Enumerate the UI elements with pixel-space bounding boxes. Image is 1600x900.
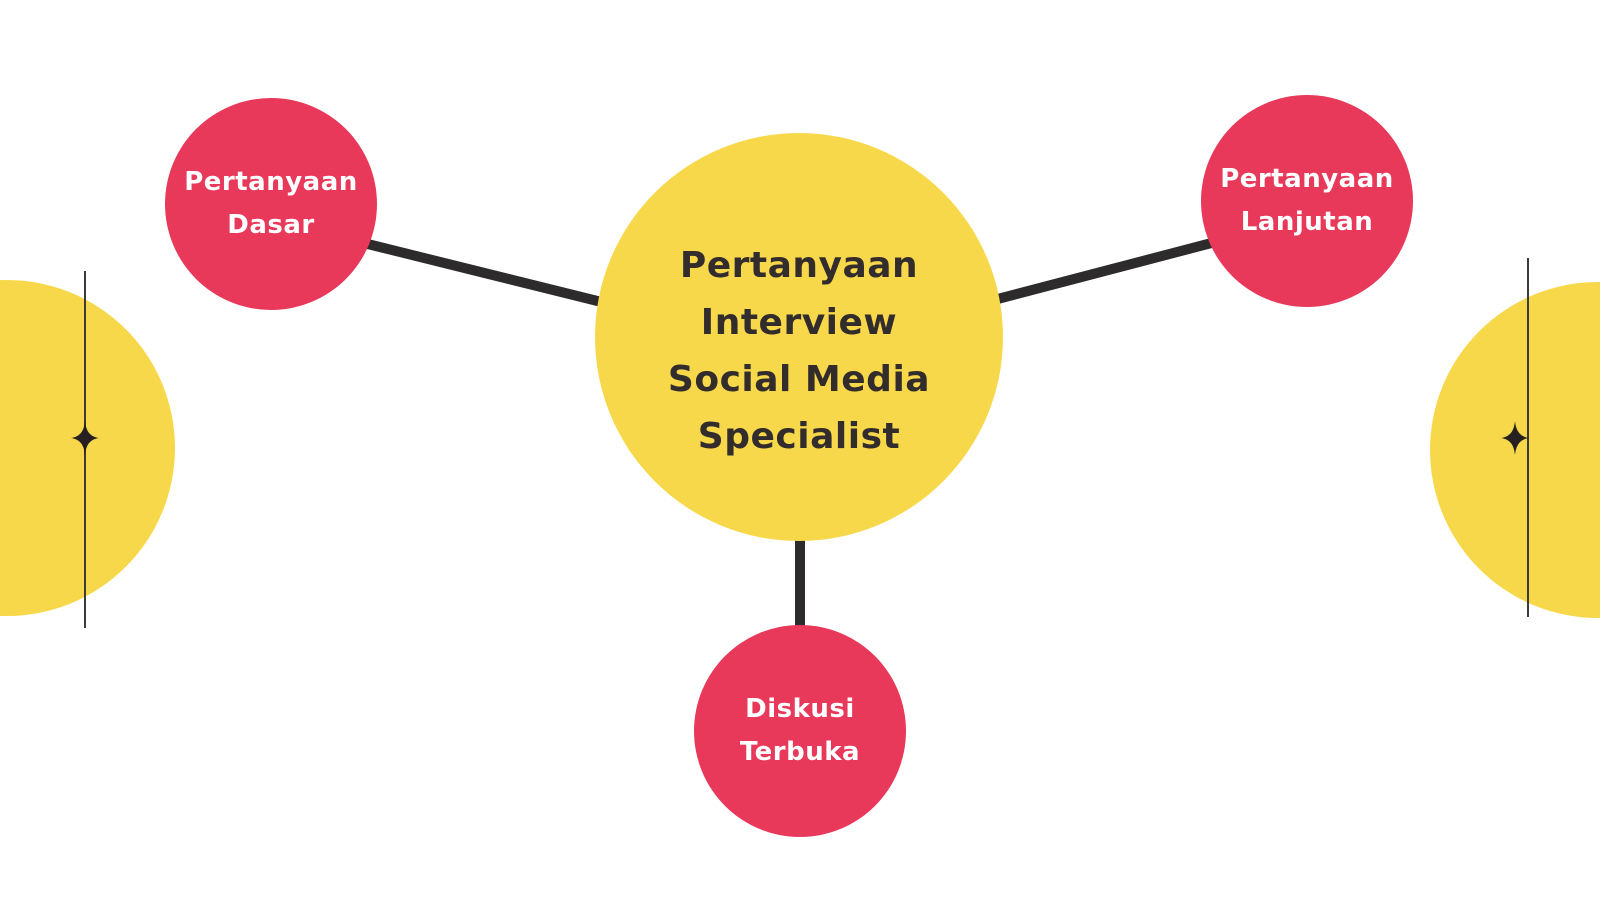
node-pertanyaan-lanjutan-label: Pertanyaan Lanjutan (1201, 158, 1413, 244)
dasar-line-2: Dasar (227, 210, 315, 240)
node-diskusi-terbuka-label: Diskusi Terbuka (694, 688, 906, 774)
central-line-1: Pertanyaan (679, 245, 919, 286)
lanjutan-line-1: Pertanyaan (1220, 164, 1394, 194)
diskusi-line-1: Diskusi (745, 694, 855, 724)
diskusi-line-2: Terbuka (739, 737, 861, 767)
lanjutan-line-2: Lanjutan (1240, 207, 1374, 237)
node-pertanyaan-lanjutan: Pertanyaan Lanjutan (1201, 95, 1413, 307)
node-central: Pertanyaan Interview Social Media Specia… (595, 133, 1003, 541)
node-pertanyaan-dasar-label: Pertanyaan Dasar (165, 161, 377, 247)
central-line-3: Social Media (667, 359, 931, 400)
central-line-4: Specialist (697, 416, 901, 457)
dasar-line-1: Pertanyaan (184, 167, 358, 197)
node-pertanyaan-dasar: Pertanyaan Dasar (165, 98, 377, 310)
sparkle-icon-right (1501, 421, 1529, 455)
central-line-2: Interview (700, 302, 898, 343)
four-point-star-icon (1501, 421, 1529, 455)
sparkle-icon-left (71, 421, 99, 455)
node-diskusi-terbuka: Diskusi Terbuka (694, 625, 906, 837)
four-point-star-icon (71, 421, 99, 455)
node-central-label: Pertanyaan Interview Social Media Specia… (595, 237, 1003, 465)
decor-vline-right (1527, 258, 1529, 617)
